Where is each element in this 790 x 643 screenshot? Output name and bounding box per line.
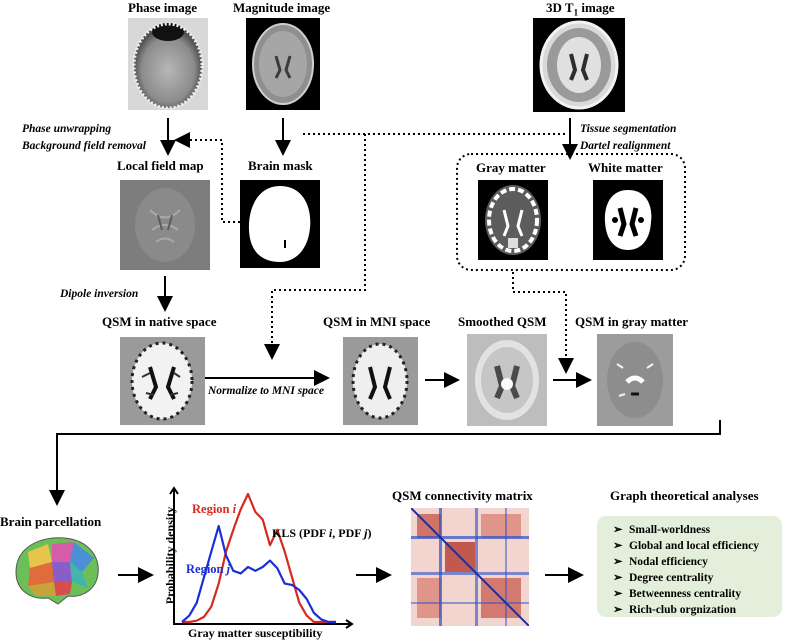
chart-ylabel: Probability density	[163, 506, 178, 605]
qsm-gray-matter-image	[597, 334, 673, 426]
graph-metrics-list: ➢ Small-worldness ➢ Global and local effici…	[613, 522, 782, 618]
bullet-arrow-icon: ➢	[613, 540, 623, 552]
white-matter-image	[593, 180, 663, 260]
t1-image-label: 3D T1 image	[546, 0, 615, 18]
graph-metrics-panel: ➢ Small-worldness ➢ Global and local effici…	[597, 516, 782, 617]
dotted-gm-to-qsm	[512, 272, 574, 374]
metric-label: Rich-club orgnization	[629, 604, 737, 616]
magnitude-image-label: Magnitude image	[233, 0, 331, 15]
qsm-mni-label: QSM in MNI space	[323, 314, 431, 329]
metric-label: Betweenness centrality	[629, 588, 742, 600]
bullet-arrow-icon: ➢	[613, 524, 623, 536]
metric-label: Small-worldness	[629, 524, 711, 536]
qsm-native-image	[120, 337, 205, 425]
qsm-mni-image	[343, 337, 418, 425]
bullet-arrow-icon: ➢	[613, 588, 623, 600]
legend-region-i: Region i	[192, 502, 237, 516]
metric-item: ➢ Small-worldness	[613, 522, 782, 538]
bullet-arrow-icon: ➢	[613, 572, 623, 584]
smoothed-qsm-label: Smoothed QSM	[458, 314, 547, 329]
tissue-segmentation-step: Tissue segmentation Dartel realignment	[580, 123, 677, 152]
chart-xlabel: Gray matter susceptibility	[188, 626, 323, 640]
metric-label: Degree centrality	[629, 572, 714, 584]
y-axis-arrow	[169, 486, 179, 495]
phase-image-label: Phase image	[128, 0, 197, 15]
brain-parcellation-label: Brain parcellation	[0, 514, 102, 529]
smoothed-qsm-image	[467, 334, 547, 426]
brain-mask	[240, 180, 320, 268]
metric-item: ➢ Betweenness centrality	[613, 586, 782, 602]
qsm-native-label: QSM in native space	[102, 314, 217, 329]
bullet-arrow-icon: ➢	[613, 556, 623, 568]
chart-annotation: KLS (PDF i, PDF j)	[272, 526, 372, 540]
brain-parcellation-image	[8, 532, 103, 610]
series-line	[182, 492, 336, 624]
metric-label: Global and local efficiency	[629, 540, 760, 552]
connectivity-matrix-image	[411, 508, 529, 626]
bullet-arrow-icon: ➢	[613, 604, 623, 616]
dotted-normalize-drop	[264, 134, 366, 360]
metric-label: Nodal efficiency	[629, 556, 708, 568]
phase-image	[128, 18, 208, 110]
phase-unwrapping-step: Phase unwrapping Background field remova…	[22, 123, 146, 152]
gray-matter-label: Gray matter	[476, 160, 546, 175]
legend-region-j: Region j	[186, 562, 231, 576]
brain-mask-label: Brain mask	[248, 158, 313, 173]
metric-item: ➢ Rich-club orgnization	[613, 602, 782, 618]
white-matter-label: White matter	[588, 160, 663, 175]
metric-item: ➢ Degree centrality	[613, 570, 782, 586]
metric-item: ➢ Global and local efficiency	[613, 538, 782, 554]
magnitude-image	[246, 18, 320, 110]
normalize-mni-step: Normalize to MNI space	[208, 385, 324, 397]
qsm-gray-matter-label: QSM in gray matter	[575, 314, 689, 329]
local-field-map	[120, 180, 210, 270]
chart-axes	[173, 488, 352, 625]
dotted-mask-to-phase	[174, 132, 240, 223]
connectivity-matrix-label: QSM connectivity matrix	[392, 488, 533, 503]
dipole-inversion-step: Dipole inversion	[60, 288, 139, 300]
graph-analyses-label: Graph theoretical analyses	[610, 488, 759, 503]
segmentation-box	[456, 153, 686, 271]
gray-matter-image	[478, 180, 548, 260]
arrow-gm-to-parcellation	[49, 420, 721, 506]
t1-image	[533, 18, 625, 112]
series-line	[181, 524, 336, 624]
x-axis-arrow	[345, 619, 354, 629]
local-field-map-label: Local field map	[117, 158, 204, 173]
metric-item: ➢ Nodal efficiency	[613, 554, 782, 570]
